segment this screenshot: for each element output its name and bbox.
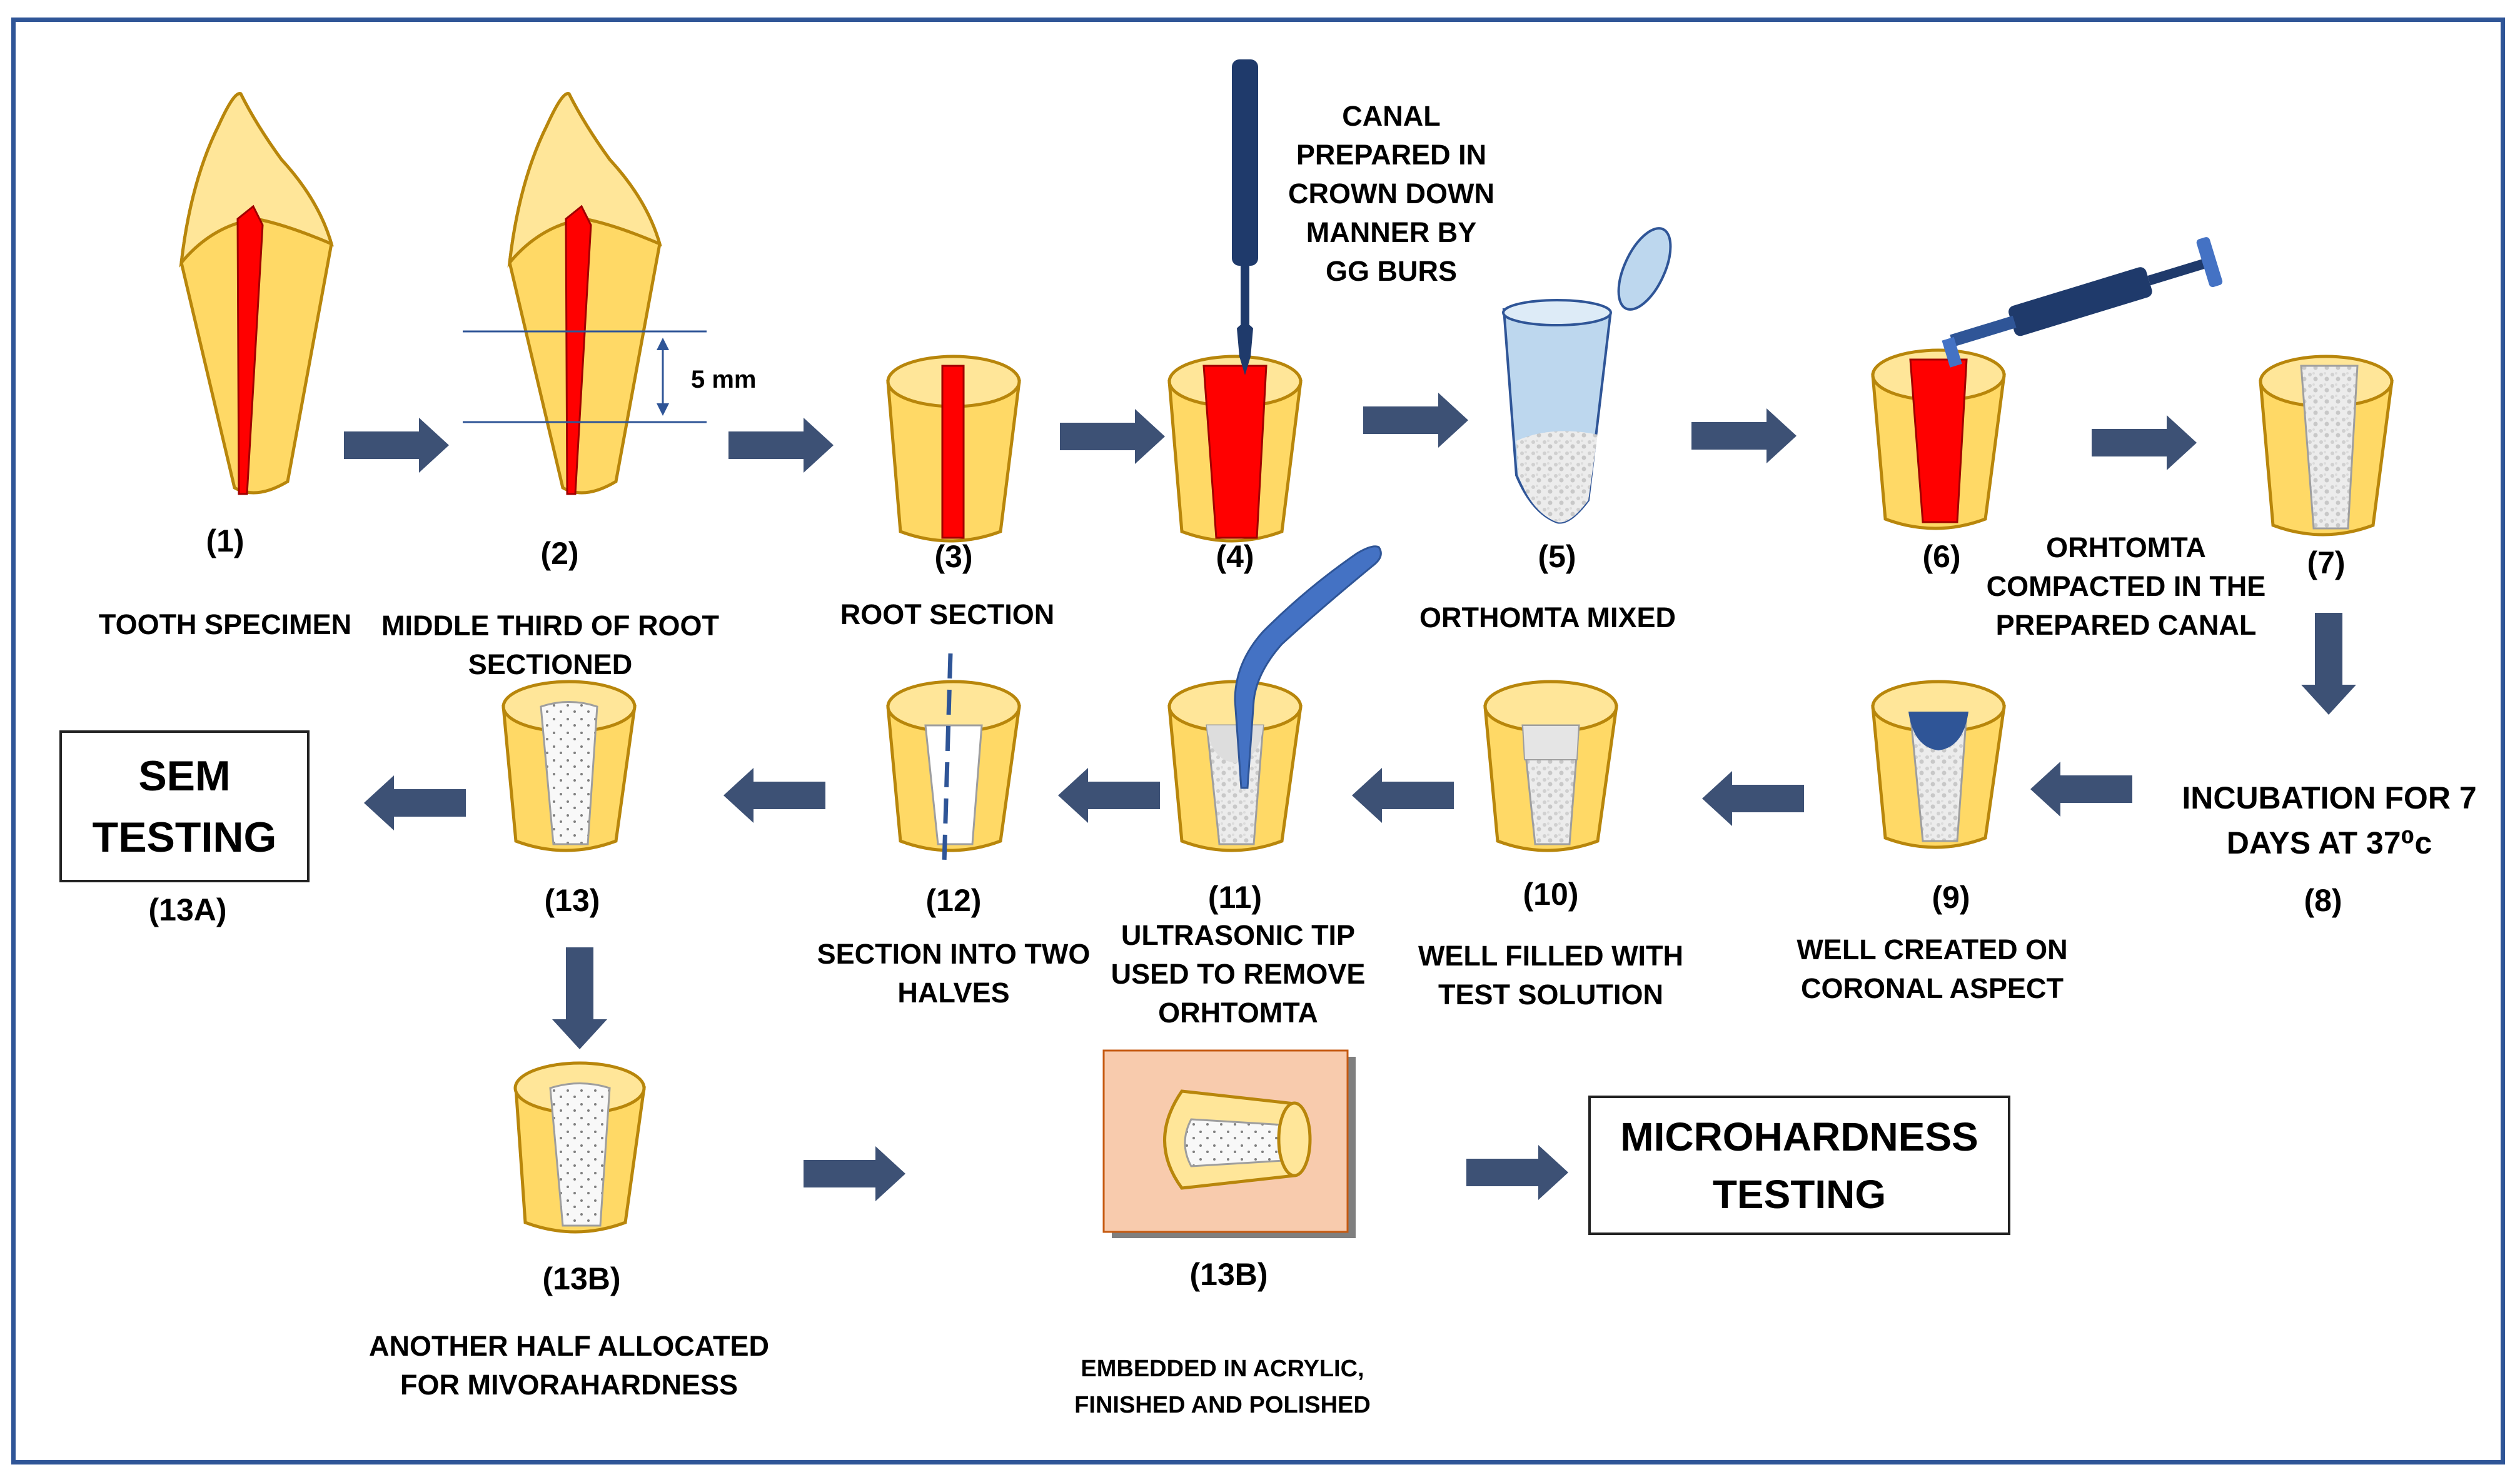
mta-filled-root-icon (2259, 355, 2394, 537)
well-created-icon (1871, 680, 2006, 849)
step-label-1: TOOTH SPECIMEN (98, 608, 352, 640)
step-label-10: WELL FILLED WITH TEST SOLUTION (1418, 940, 1684, 1011)
arrow-right (2092, 415, 2197, 470)
arrow-left (364, 775, 466, 830)
test-solution-well-icon (1483, 680, 1618, 852)
step-number-3: (3) (934, 539, 973, 574)
step-label-2: MIDDLE THIRD OF ROOT SECTIONED (381, 610, 719, 680)
step-number-13: (13) (544, 883, 600, 918)
arrow-left (1058, 768, 1160, 823)
root-section-icon (886, 355, 1021, 543)
syringe-compaction-icon (1871, 237, 2223, 530)
microhardness-testing-box: MICROHARDNESS TESTING (1588, 1096, 2010, 1235)
arrow-left (1352, 768, 1454, 823)
another-half-icon (513, 1061, 646, 1234)
step-number-9: (9) (1932, 880, 1970, 915)
ultrasonic-tip-icon (1167, 545, 1382, 852)
arrow-right (1691, 408, 1797, 463)
step-number-11: (11) (1207, 880, 1263, 915)
tooth-sectioned-icon (463, 92, 707, 495)
arrow-down (2301, 613, 2356, 715)
orthomta-capsule-icon (1502, 227, 1672, 524)
arrow-right (1363, 393, 1468, 448)
step-label-5: ORTHOMTA MIXED (1419, 602, 1676, 633)
step-number-12: (12) (925, 883, 982, 918)
step-label-6: ORHTOMTA COMPACTED IN THE PREPARED CANAL (1986, 532, 2266, 641)
acrylic-block-icon (1102, 1049, 1356, 1238)
step-number-5: (5) (1538, 539, 1576, 574)
diagram-frame (11, 18, 2505, 1464)
step-number-13b-left: (13B) (542, 1261, 621, 1296)
arrow-right (804, 1146, 905, 1201)
step-label-3: ROOT SECTION (840, 598, 1055, 630)
step-number-10: (10) (1523, 877, 1579, 912)
gg-bur-prepared-icon (1167, 59, 1303, 543)
arrow-right (1060, 409, 1165, 464)
arrow-right (344, 418, 449, 473)
sem-testing-line1: SEM (138, 752, 231, 800)
step-number-8: (8) (2304, 883, 2342, 918)
step-label-9: WELL CREATED ON CORONAL ASPECT (1797, 934, 2068, 1004)
measure-label: 5 mm (691, 366, 757, 393)
step-number-1: (1) (206, 523, 244, 558)
arrow-right (728, 418, 834, 473)
arrow-right (1466, 1145, 1568, 1200)
step-label-11: ULTRASONIC TIP USED TO REMOVE ORHTOMTA (1111, 919, 1366, 1029)
step-number-6: (6) (1922, 539, 1961, 574)
step-number-2: (2) (540, 536, 579, 571)
step-label-13b-left: ANOTHER HALF ALLOCATED FOR MIVORAHARDNES… (369, 1330, 769, 1401)
arrow-down (552, 947, 607, 1049)
step-label-8: INCUBATION FOR 7 DAYS AT 37⁰c (2182, 780, 2477, 860)
section-halves-icon (886, 653, 1021, 864)
half-specimen-icon (501, 680, 637, 852)
step-number-13b-right: (13B) (1189, 1257, 1268, 1292)
sem-testing-box: SEM TESTING (59, 730, 310, 882)
arrow-left (2030, 762, 2132, 817)
arrow-left (1702, 771, 1804, 826)
arrow-left (723, 768, 825, 823)
step-label-13b-right: EMBEDDED IN ACRYLIC, FINISHED AND POLISH… (1074, 1356, 1371, 1418)
microhardness-testing-line2: TESTING (1712, 1171, 1887, 1217)
sem-testing-line2: TESTING (92, 813, 277, 861)
step-number-7: (7) (2307, 545, 2346, 580)
step-label-12: SECTION INTO TWO HALVES (817, 938, 1091, 1009)
step-label-4: CANAL PREPARED IN CROWN DOWN MANNER BY G… (1288, 100, 1494, 287)
microhardness-testing-line1: MICROHARDNESS (1620, 1114, 1978, 1159)
step-number-4: (4) (1216, 539, 1254, 574)
step-number-13a: (13A) (148, 892, 227, 927)
tooth-specimen-icon (179, 92, 334, 495)
